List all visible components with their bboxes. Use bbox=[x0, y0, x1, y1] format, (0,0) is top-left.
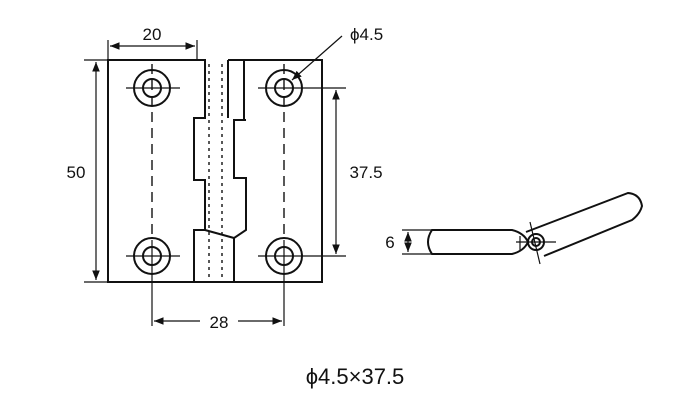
dimension-hole-diameter: ϕ4.5 bbox=[291, 25, 383, 81]
hinge-front-view bbox=[107, 59, 346, 326]
dimension-width-20: 20 bbox=[107, 25, 198, 60]
hinge-side-view: 6 bbox=[385, 191, 644, 265]
dimension-spacing-28: 28 bbox=[154, 313, 282, 332]
dimension-spacing-37-5: 37.5 bbox=[332, 90, 383, 254]
dim-label-37-5: 37.5 bbox=[349, 163, 382, 182]
dim-label-50: 50 bbox=[67, 163, 86, 182]
dim-label-hole-diameter: ϕ4.5 bbox=[350, 25, 383, 44]
dim-label-6: 6 bbox=[385, 233, 394, 252]
knuckle-line bbox=[204, 229, 235, 239]
dimension-height-50: 50 bbox=[67, 59, 108, 283]
right-leaf-outline bbox=[228, 59, 323, 283]
dim-label-20: 20 bbox=[143, 25, 162, 44]
dim-label-28: 28 bbox=[210, 313, 229, 332]
model-caption: ϕ4.5×37.5 bbox=[306, 364, 405, 389]
side-upper-leaf bbox=[525, 191, 644, 257]
side-lower-leaf bbox=[427, 229, 530, 255]
